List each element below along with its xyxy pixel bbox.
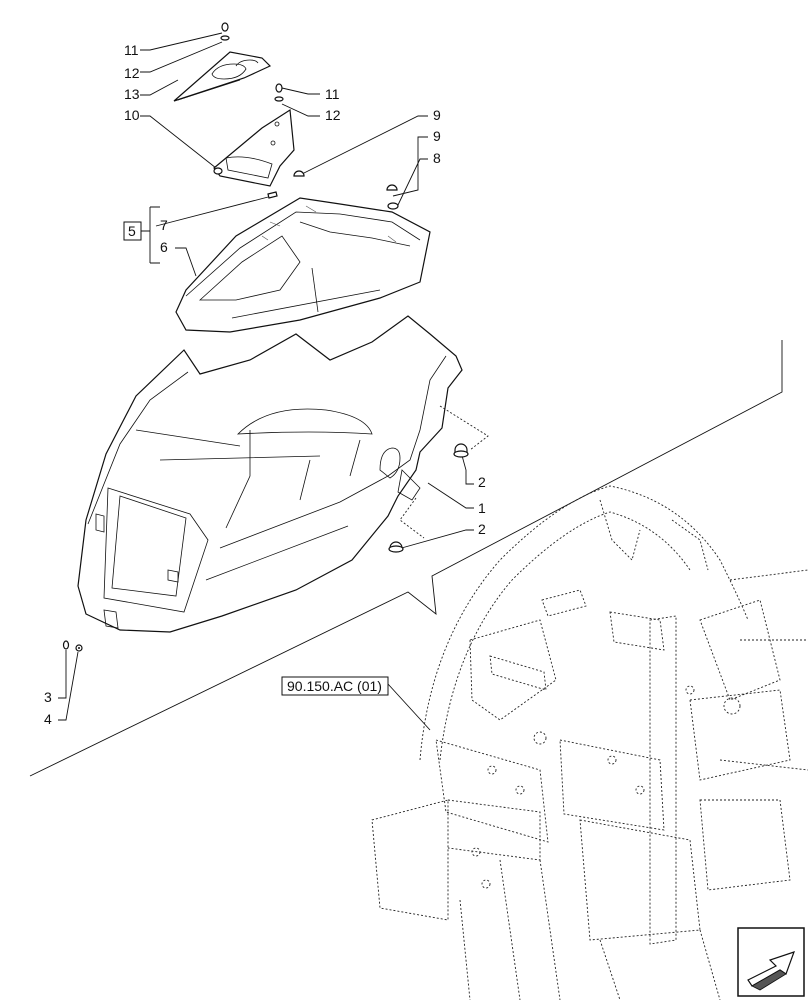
callout-9-lower: 9 (433, 128, 441, 144)
reference-box-label: 90.150.AC (01) (287, 678, 382, 694)
callout-labels: 11 12 13 11 12 10 9 9 8 7 6 2 1 2 3 4 (44, 42, 486, 727)
callout-8: 8 (433, 150, 441, 166)
hardware-parts (62, 22, 469, 652)
callout-2-lower: 2 (478, 521, 486, 537)
callout-9-upper: 9 (433, 107, 441, 123)
callout-12-top: 12 (124, 65, 140, 81)
callout-11-top: 11 (124, 42, 139, 58)
callout-6: 6 (160, 239, 168, 255)
callout-1: 1 (478, 500, 486, 516)
callout-10: 10 (124, 107, 140, 123)
section-separator (29, 340, 783, 777)
reference-box[interactable]: 90.150.AC (01) (281, 676, 389, 696)
leader-lines (58, 32, 474, 731)
callout-11-mid: 11 (325, 86, 340, 102)
callout-2-upper: 2 (478, 474, 486, 490)
part-1-main-housing (77, 315, 489, 633)
callout-3: 3 (44, 689, 52, 705)
callout-5: 5 (128, 223, 136, 239)
tractor-context-view (371, 485, 808, 1000)
part-10-cover (213, 108, 295, 187)
callout-4: 4 (44, 711, 52, 727)
part-13-bracket (173, 51, 272, 102)
assembly-5-bracket: 5 (123, 206, 160, 264)
next-page-arrow-icon[interactable] (737, 927, 805, 997)
callout-7: 7 (160, 217, 168, 233)
callout-12-mid: 12 (325, 107, 341, 123)
callout-13: 13 (124, 86, 140, 102)
part-6-upper-panel (175, 197, 431, 333)
